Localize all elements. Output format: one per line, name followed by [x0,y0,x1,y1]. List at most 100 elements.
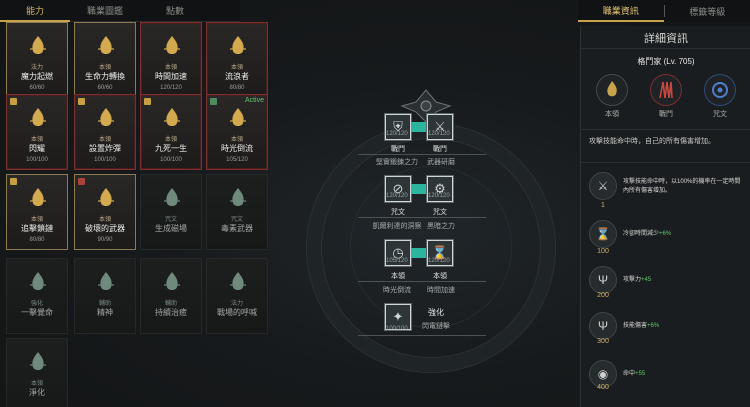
effect-level: 300 [597,338,609,345]
skill-level: 60/60 [97,85,113,91]
skill-card[interactable]: 輔助持續治癒 [140,258,202,334]
tree-skill-name: 堅實鍛鍊之力 [376,159,418,166]
tab-tag-level[interactable]: 標籤等級 [689,6,726,17]
skill-name: 一擊覺命 [21,308,53,317]
skill-level: 90/90 [97,237,113,243]
skill-level: 60/60 [29,85,45,91]
flame-icon [607,81,617,97]
class-icon-combat[interactable] [650,74,682,106]
effect-value: +6% [659,231,672,237]
tab-class-codex[interactable]: 職業圖鑑 [86,6,123,16]
skill-card[interactable]: 咒文生成磁場 [140,174,202,250]
tree-inner-ring [350,166,512,328]
tree-tag: 本領 [391,273,405,280]
divider [581,162,750,163]
class-icon-spell[interactable] [704,74,736,106]
active-label: Active [244,97,264,104]
tree-link [411,184,427,194]
tree-skill-name: 凱爾利達的洞察 [372,223,422,230]
effect-icon-5: ◉ [589,360,617,388]
effect-text: 命中+55 [623,370,745,379]
tree-skill-name: 黑暗之力 [427,223,455,230]
tree-count: 120/120 [428,193,450,199]
effect-value: +45 [641,277,652,283]
tree-node-combat-1[interactable]: ⛨ [385,114,411,140]
divider [581,129,750,130]
tree-node-spell-2[interactable]: ⚙ [427,176,453,202]
tab-points[interactable]: 點數 [165,6,184,16]
effect-desc: 攻擊技能命中時，以100%的機率在一定時間內所有傷害增加。 [623,179,741,194]
tree-count: 105/120 [386,258,408,264]
lock-icon [144,98,151,105]
rune-icon: ⊘ [392,181,404,196]
skill-level: 105/120 [226,157,248,163]
skill-name: 生成磁場 [155,224,187,233]
blade-icon: ⚔ [434,119,446,134]
divider [358,281,486,282]
skill-name: 淨化 [29,388,45,397]
skill-emblem-icon [230,272,246,290]
tree-node-combat-2[interactable]: ⚔ [427,114,453,140]
lock-icon [10,178,17,185]
skill-card[interactable]: 法力戰場的呼喊 [206,258,268,334]
skill-emblem-icon [30,36,46,54]
skill-level: 120/120 [160,85,182,91]
effect-text: 攻擊技能命中時，以100%的機率在一定時間內所有傷害增加。 [623,178,745,196]
clock-icon: ◷ [392,245,404,260]
skill-card[interactable]: 強化一擊覺命 [6,258,68,334]
effect-icon-3: Ψ [589,266,617,294]
skill-card[interactable]: 輔助精神 [74,258,136,334]
hourglass-icon: ⌛ [595,227,611,241]
class-name: 咒文 [713,111,727,118]
tree-tag: 強化 [428,308,444,317]
top-tabs: 能力 職業圖鑑 點數 [0,0,240,22]
tree-count: 120/120 [428,131,450,137]
skill-emblem-icon [30,272,46,290]
tree-node-skill-2[interactable]: ⌛ [427,240,453,266]
skill-type: 本領 [30,381,43,387]
skill-type: 本領 [164,65,177,71]
effect-text: 冷卻時間減少+6% [623,230,745,239]
tree-tag: 本領 [433,273,447,280]
tab-ability[interactable]: 能力 [0,0,70,22]
skill-name: 生命力轉換 [85,72,125,81]
right-tabs: 職業資訊 標籤等級 [578,0,750,22]
trident-icon: Ψ [597,273,609,287]
lock-icon [78,178,85,185]
skill-card[interactable]: 咒文毒素武器 [206,174,268,250]
skill-type: 本領 [30,217,43,223]
tree-node-skill-1[interactable]: ◷ [385,240,411,266]
effect-desc: 命中 [623,371,636,377]
divider [358,335,486,336]
skill-card[interactable]: 本領淨化 [6,338,68,407]
class-icon-skill[interactable] [596,74,628,106]
tree-count: 100/100 [386,326,408,332]
skill-name: 流浪者 [225,72,249,81]
effect-desc: 技能傷害 [623,323,648,329]
effect-level: 100 [597,248,609,255]
effect-icon-1: ⚔ [589,172,617,200]
skill-type: 咒文 [230,217,243,223]
tree-node-enhance[interactable]: ✦ [385,304,411,330]
skill-name: 精神 [97,308,113,317]
detail-panel: 詳細資訊 格鬥家 (Lv. 705) 本領 戰鬥 咒文 攻擊技能命中時，自己的所… [580,26,750,407]
tab-class-info[interactable]: 職業資訊 [578,0,664,22]
effect-value: +55 [635,371,646,377]
skill-name: 持續治癒 [155,308,187,317]
tree-tag: 咒文 [391,209,405,216]
class-description: 攻擊技能命中時，自己的所有傷害增加。 [589,138,715,145]
class-level: 格鬥家 (Lv. 705) [637,57,695,66]
tree-node-spell-1[interactable]: ⊘ [385,176,411,202]
